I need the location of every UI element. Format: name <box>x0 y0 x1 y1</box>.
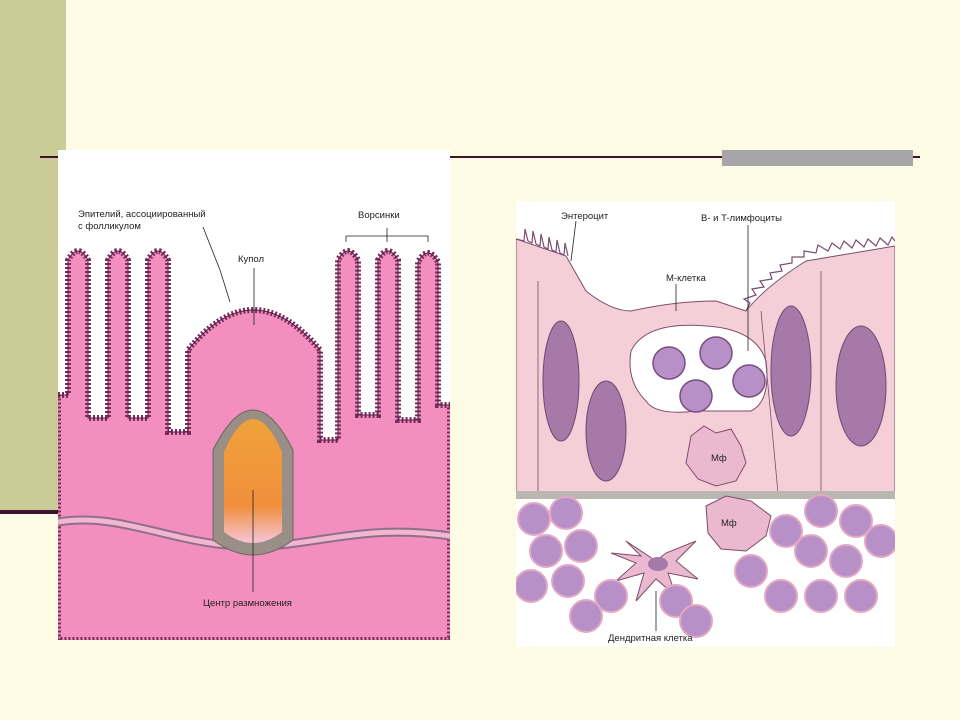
slide-left-rule <box>0 510 66 514</box>
enterocyte-nucleus <box>542 320 580 442</box>
lymphocyte <box>829 544 863 578</box>
label-germinal-center: Центр размножения <box>203 598 292 609</box>
overview-diagram: Эпителий, ассоциированный с фолликулом В… <box>58 209 450 640</box>
lymphocyte <box>569 599 603 633</box>
label-dome: Купол <box>238 254 264 265</box>
lamina-propria-lymphocytes <box>516 494 895 638</box>
label-epithelium-line2: с фолликулом <box>78 221 141 232</box>
lymphocyte <box>551 564 585 598</box>
m-cell-nucleus <box>585 380 627 482</box>
lymphocyte <box>652 346 686 380</box>
lymphocyte <box>517 502 551 536</box>
lymphocyte <box>679 604 713 638</box>
lymphocyte <box>516 569 548 603</box>
m-cell-detail-figure: Энтероцит B- и T-лимфоциты М-клетка Мф М… <box>516 201 895 647</box>
slide-top-rule <box>40 156 920 158</box>
label-lymphocytes: B- и T-лимфоциты <box>701 213 782 224</box>
dendritic-cell <box>610 540 699 602</box>
m-cell-diagram: Энтероцит B- и T-лимфоциты М-клетка Мф М… <box>516 201 895 647</box>
lymphocyte <box>794 534 828 568</box>
lymphocyte <box>764 579 798 613</box>
lymphocyte <box>594 579 628 613</box>
lymphocyte <box>844 579 878 613</box>
enterocyte-nucleus <box>770 305 812 437</box>
enterocyte-microvilli-left <box>516 228 569 257</box>
lymphocyte <box>804 579 838 613</box>
label-macrophage-1: Мф <box>711 453 727 464</box>
label-epithelium-line1: Эпителий, ассоциированный <box>78 209 206 220</box>
macrophage-1 <box>685 425 747 487</box>
enterocyte-microvilli-right <box>742 235 895 312</box>
macrophage-2 <box>705 495 772 552</box>
peyers-patch-overview-figure: Эпителий, ассоциированный с фолликулом В… <box>58 150 450 640</box>
slide-accent-bar <box>722 150 913 166</box>
lymphocyte <box>804 494 838 528</box>
basement-membrane <box>516 491 895 499</box>
lymphocyte <box>864 524 895 558</box>
label-macrophage-2: Мф <box>721 518 737 529</box>
lymphocyte <box>564 529 598 563</box>
slide-sidebar-band <box>0 0 66 512</box>
label-m-cell: М-клетка <box>666 273 707 284</box>
enterocyte-nucleus <box>835 325 887 447</box>
lymphocyte <box>769 514 803 548</box>
lymphocyte-cluster <box>652 336 766 413</box>
lymphocyte <box>529 534 563 568</box>
lymphocyte <box>679 379 713 413</box>
lymphocyte <box>732 364 766 398</box>
lymphocyte <box>549 496 583 530</box>
germinal-center <box>224 419 282 543</box>
label-enterocyte: Энтероцит <box>561 211 609 222</box>
label-villi: Ворсинки <box>358 210 400 221</box>
label-dendritic-cell: Дендритная клетка <box>608 633 693 644</box>
lymphocyte <box>734 554 768 588</box>
lymphocyte <box>839 504 873 538</box>
lymphocyte <box>699 336 733 370</box>
